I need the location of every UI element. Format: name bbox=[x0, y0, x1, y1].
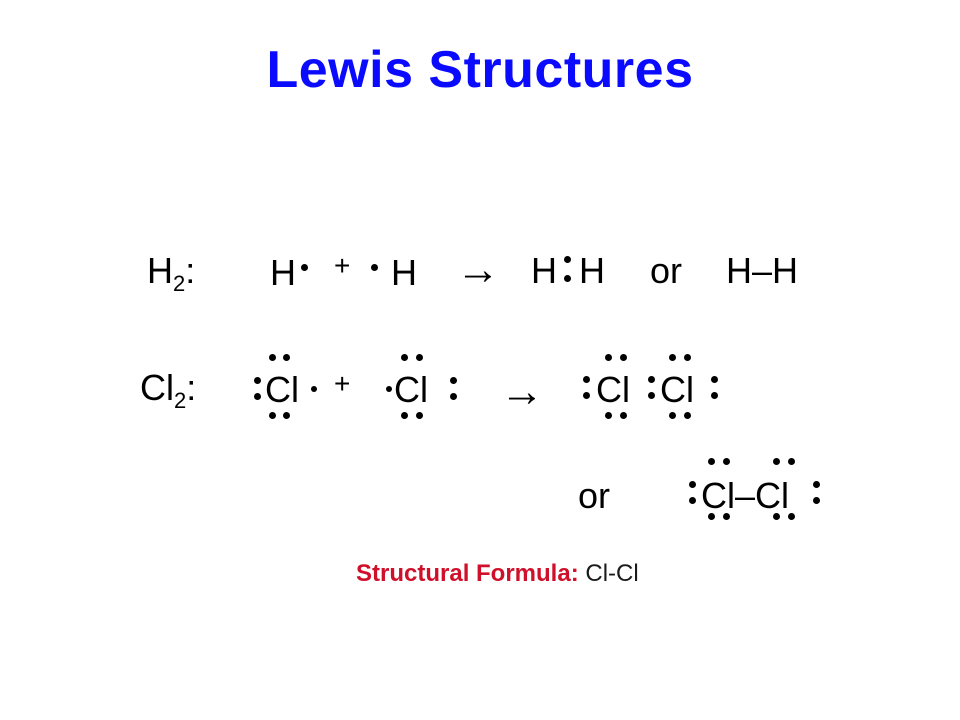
h2-label-subscript: 2 bbox=[173, 271, 186, 296]
cl2-label: Cl2: bbox=[140, 367, 197, 412]
cl2-product-right-top-electron-1 bbox=[669, 354, 676, 361]
cl2-alt-right-top-electron-1 bbox=[773, 458, 780, 465]
cl2-product-right: Cl bbox=[660, 369, 694, 410]
cl2-product-right-bottom-electron-1 bbox=[669, 412, 676, 419]
cl2-label-subscript: 2 bbox=[174, 388, 187, 413]
cl2-product-right-bottom-electron-2 bbox=[684, 412, 691, 419]
cl2-alt-right-side-electron-2 bbox=[813, 497, 820, 504]
cl2-product-right-top-electron-2 bbox=[684, 354, 691, 361]
cl2-alt-left-top-electron-2 bbox=[723, 458, 730, 465]
cl-right-bottom-electron-1 bbox=[401, 412, 408, 419]
cl2-alt-left-side-electron-2 bbox=[689, 497, 696, 504]
cl2-label-symbol: Cl bbox=[140, 367, 174, 408]
cl2-product-left-side-electron-2 bbox=[583, 392, 590, 399]
h2-plus: + bbox=[334, 250, 351, 281]
cl2-alt-left-bottom-electron-1 bbox=[708, 513, 715, 520]
cl2-alt-right-bottom-electron-2 bbox=[788, 513, 795, 520]
cl2-alt-right-top-electron-2 bbox=[788, 458, 795, 465]
cl2-alt-right-bottom-electron-1 bbox=[773, 513, 780, 520]
cl-left-bottom-electron-2 bbox=[283, 412, 290, 419]
h2-arrow: → bbox=[456, 245, 500, 294]
cl2-product-left-top-electron-1 bbox=[605, 354, 612, 361]
h2-or: or bbox=[650, 250, 683, 291]
cl-left-top-electron-2 bbox=[283, 354, 290, 361]
cl2-plus: + bbox=[334, 368, 351, 399]
cl2-product-left-side-electron-1 bbox=[583, 376, 590, 383]
cl-left-unpaired-electron bbox=[311, 386, 317, 392]
cl-left-top-electron-1 bbox=[269, 354, 276, 361]
structural-formula-value: Cl-Cl bbox=[585, 560, 639, 587]
cl2-shared-electron-top bbox=[648, 376, 655, 383]
h2-product-left: H bbox=[531, 250, 557, 291]
cl-atom-left: Cl bbox=[265, 369, 299, 410]
cl2-product-left-top-electron-2 bbox=[620, 354, 627, 361]
h2-label-symbol: H bbox=[147, 250, 173, 291]
structural-formula-label: Structural Formula: bbox=[356, 560, 579, 587]
cl2-alt-right-side-electron-1 bbox=[813, 481, 820, 488]
h-atom-left: H bbox=[270, 252, 296, 293]
cl2-product-left: Cl bbox=[596, 369, 630, 410]
page-title: Lewis Structures bbox=[266, 41, 694, 99]
cl-atom-right: Cl bbox=[394, 369, 428, 410]
h2-label-colon: : bbox=[185, 250, 196, 291]
h2-line-formula: H–H bbox=[726, 250, 799, 291]
h2-product-right: H bbox=[579, 250, 605, 291]
cl2-alt-left-side-electron-1 bbox=[689, 481, 696, 488]
cl-right-top-electron-2 bbox=[416, 354, 423, 361]
h2-shared-electron-bottom bbox=[564, 275, 571, 282]
h-right-electron bbox=[371, 264, 378, 271]
cl2-alt-line-formula: Cl–Cl bbox=[701, 475, 790, 516]
cl2-arrow: → bbox=[500, 367, 544, 416]
cl-right-unpaired-electron bbox=[386, 386, 392, 392]
cl-right-bottom-electron-2 bbox=[416, 412, 423, 419]
cl-right-top-electron-1 bbox=[401, 354, 408, 361]
cl2-label-colon: : bbox=[186, 367, 197, 408]
cl-left-side-electron-1 bbox=[254, 377, 261, 384]
cl2-alt-left-top-electron-1 bbox=[708, 458, 715, 465]
h2-shared-electron-top bbox=[564, 256, 571, 263]
cl2-product-left-bottom-electron-1 bbox=[605, 412, 612, 419]
structural-formula: Structural Formula: Cl-Cl bbox=[356, 560, 639, 588]
cl2-shared-electron-bottom bbox=[648, 392, 655, 399]
cl-left-bottom-electron-1 bbox=[269, 412, 276, 419]
cl2-product-left-bottom-electron-2 bbox=[620, 412, 627, 419]
cl-right-side-electron-2 bbox=[450, 393, 457, 400]
cl2-alt-left-bottom-electron-2 bbox=[723, 513, 730, 520]
h-left-electron bbox=[301, 264, 308, 271]
cl2-product-right-side-electron-2 bbox=[711, 392, 718, 399]
cl-right-side-electron-1 bbox=[450, 377, 457, 384]
h2-label: H2: bbox=[147, 250, 196, 295]
cl2-product-right-side-electron-1 bbox=[711, 376, 718, 383]
cl-left-side-electron-2 bbox=[254, 393, 261, 400]
h-atom-right: H bbox=[391, 252, 417, 293]
cl2-alt-or: or bbox=[578, 475, 611, 516]
